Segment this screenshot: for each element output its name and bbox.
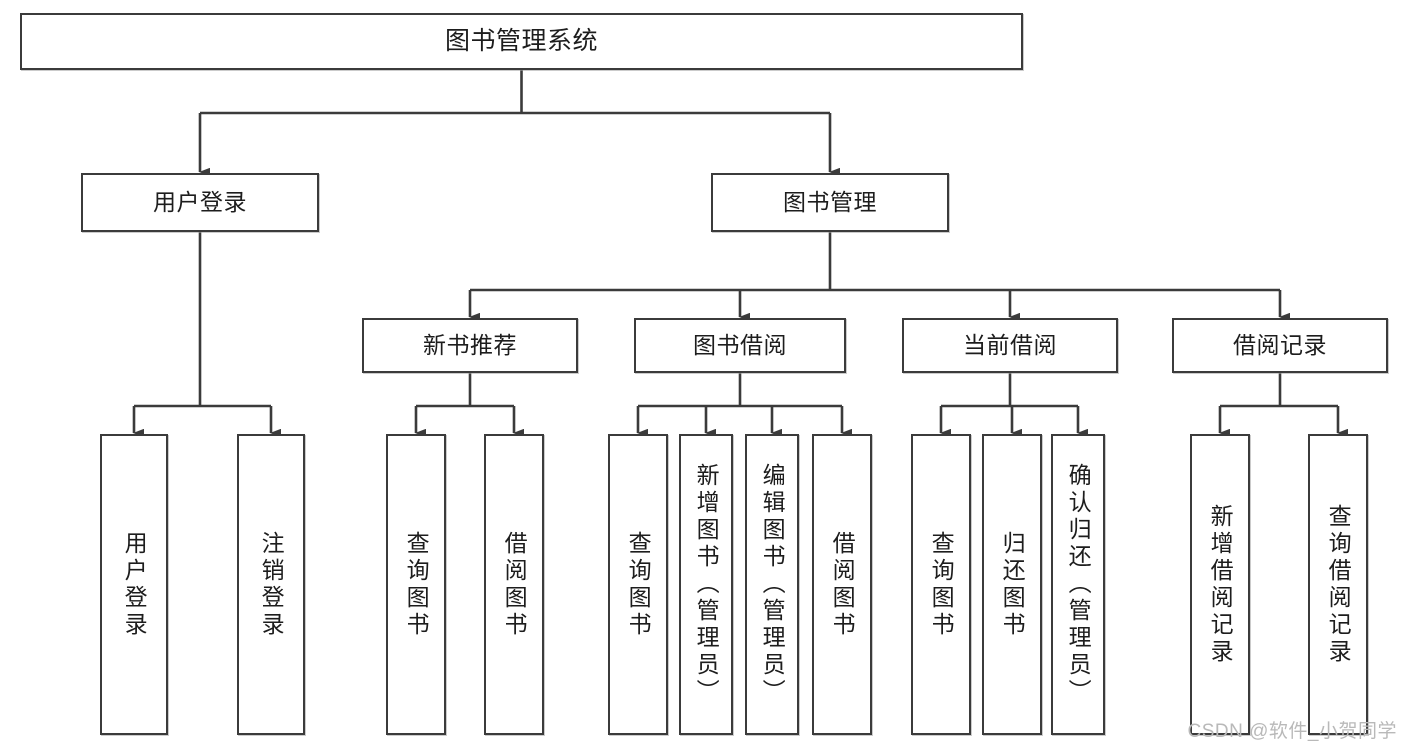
node-label-leaf-cur-query: 查询图书 — [928, 530, 955, 639]
node-leaf-borrow-add[interactable]: 新增图书（管理员） — [679, 434, 733, 735]
node-label-leaf-borrow-do: 借阅图书 — [829, 530, 856, 639]
node-leaf-rec-add[interactable]: 新增借阅记录 — [1190, 434, 1250, 735]
node-label-leaf-rec-add: 新增借阅记录 — [1207, 503, 1234, 666]
node-leaf-borrow-do[interactable]: 借阅图书 — [812, 434, 872, 735]
node-leaf-user-login[interactable]: 用户登录 — [100, 434, 168, 735]
node-label-root: 图书管理系统 — [444, 26, 598, 55]
node-book-borrow[interactable]: 图书借阅 — [634, 318, 846, 373]
node-label-leaf-cur-return: 归还图书 — [999, 530, 1026, 639]
node-leaf-cur-confirm[interactable]: 确认归还（管理员） — [1051, 434, 1105, 735]
node-user-login[interactable]: 用户登录 — [81, 173, 319, 232]
node-leaf-rec-borrow[interactable]: 借阅图书 — [484, 434, 544, 735]
node-label-leaf-rec-query: 查询图书 — [403, 530, 430, 639]
node-label-current-borrow: 当前借阅 — [963, 331, 1057, 358]
node-label-book-manage: 图书管理 — [783, 188, 877, 215]
node-leaf-borrow-query[interactable]: 查询图书 — [608, 434, 668, 735]
node-borrow-record[interactable]: 借阅记录 — [1172, 318, 1388, 373]
node-leaf-rec-query[interactable]: 查询图书 — [386, 434, 446, 735]
node-new-book-rec[interactable]: 新书推荐 — [362, 318, 578, 373]
node-leaf-cur-return[interactable]: 归还图书 — [982, 434, 1042, 735]
node-label-new-book-rec: 新书推荐 — [423, 331, 517, 358]
node-label-user-login: 用户登录 — [153, 188, 247, 215]
node-leaf-borrow-edit[interactable]: 编辑图书（管理员） — [745, 434, 799, 735]
node-label-leaf-cur-confirm: 确认归还（管理员） — [1065, 463, 1092, 706]
node-label-book-borrow: 图书借阅 — [693, 331, 787, 358]
node-current-borrow[interactable]: 当前借阅 — [902, 318, 1118, 373]
node-label-leaf-borrow-query: 查询图书 — [625, 530, 652, 639]
node-leaf-cur-query[interactable]: 查询图书 — [911, 434, 971, 735]
node-leaf-user-logout[interactable]: 注销登录 — [237, 434, 305, 735]
node-book-manage[interactable]: 图书管理 — [711, 173, 949, 232]
node-root[interactable]: 图书管理系统 — [20, 13, 1023, 70]
node-label-leaf-rec-query2: 查询借阅记录 — [1325, 503, 1352, 666]
node-label-borrow-record: 借阅记录 — [1233, 331, 1327, 358]
node-leaf-rec-query2[interactable]: 查询借阅记录 — [1308, 434, 1368, 735]
node-label-leaf-rec-borrow: 借阅图书 — [501, 530, 528, 639]
node-label-leaf-borrow-edit: 编辑图书（管理员） — [759, 463, 786, 706]
node-label-leaf-borrow-add: 新增图书（管理员） — [693, 463, 720, 706]
node-label-leaf-user-login: 用户登录 — [121, 530, 148, 639]
node-label-leaf-user-logout: 注销登录 — [258, 530, 285, 639]
